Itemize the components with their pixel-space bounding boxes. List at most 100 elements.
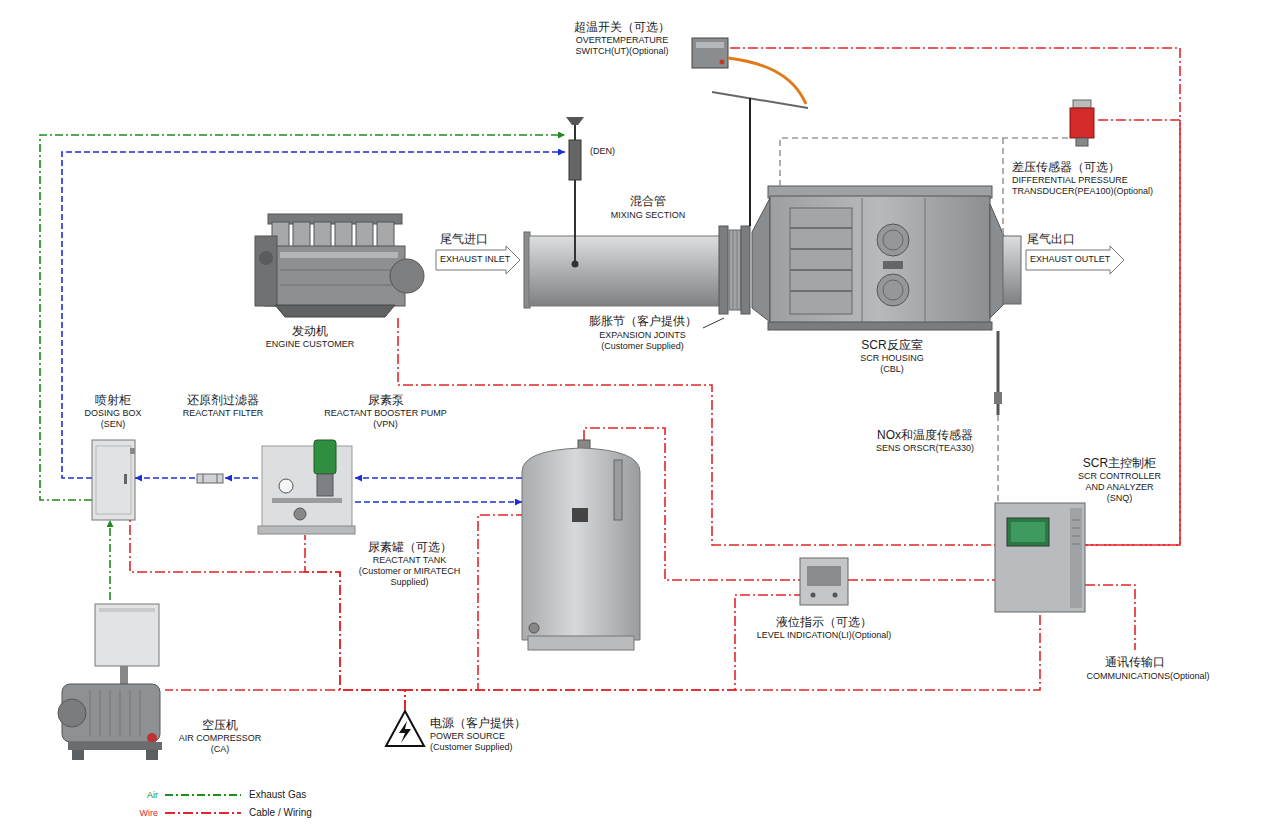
pipe-or-wire <box>1085 120 1180 545</box>
dosing-box-illustration <box>92 440 135 520</box>
component-label: 液位指示（可选） <box>739 615 909 630</box>
pipe-or-wire <box>405 612 1040 710</box>
component-label: NOx和温度传感器 <box>860 428 990 443</box>
controller-cabinet-illustration-part <box>1072 544 1080 545</box>
engine-illustration-part <box>293 222 310 248</box>
component-label: REACTANT BOOSTER PUMP (VPN) <box>318 408 453 430</box>
component-box: 液位指示（可选）LEVEL INDICATION(LI)(Optional) <box>800 558 848 605</box>
reactant-tank-illustration-part <box>522 448 640 640</box>
controller-cabinet-illustration-part <box>1070 508 1082 608</box>
component-box: SCR主控制柜SCR CONTROLLER AND ANALYZER (SNQ) <box>995 503 1085 612</box>
caption-block: (DEN) <box>590 146 640 157</box>
pipe-or-wire <box>109 520 111 600</box>
pipe-or-wire <box>40 135 565 500</box>
scr-housing-illustration-part <box>790 290 852 292</box>
legend-item: Cable / Wiring <box>165 806 312 819</box>
scr-housing-illustration-part <box>752 198 770 322</box>
legend-line <box>165 794 241 796</box>
air-compressor-illustration-part <box>120 666 128 684</box>
reactant-tank-illustration-part <box>528 636 634 650</box>
booster-pump-illustration-part <box>294 508 306 520</box>
component-box: SCR反应室SCR HOUSING (CBL) <box>760 186 1005 330</box>
engine-illustration-part <box>259 251 273 265</box>
booster-pump-illustration-part <box>272 498 342 503</box>
reactant-tank-illustration-part <box>614 460 622 520</box>
scr-housing-illustration-part <box>925 198 926 322</box>
component-box: (DEN) <box>565 115 585 185</box>
component-label: ENGINE CUSTOMER <box>250 339 370 350</box>
scr-housing-illustration-part <box>883 261 903 269</box>
scr-housing-illustration-part <box>883 280 903 300</box>
caption-block: 发动机ENGINE CUSTOMER <box>250 324 370 350</box>
component-label: 喷射柜 <box>73 393 153 408</box>
component-label: POWER SOURCE (Customer Supplied) <box>430 731 540 753</box>
dosing-box-illustration-part <box>130 448 135 454</box>
pressure-transducer-illustration-part <box>1073 100 1091 108</box>
component-box: 超温开关（可选）OVERTEMPERATURE SWITCH(UT)(Optio… <box>690 36 730 70</box>
scr-housing-illustration-part <box>877 274 909 306</box>
controller-cabinet-illustration-part <box>995 503 1085 612</box>
legend-label: Exhaust Gas <box>249 788 306 801</box>
part-label: 通讯传输口 <box>1100 655 1170 670</box>
engine-illustration-part <box>314 222 331 248</box>
pressure-transducer-illustration-part <box>1076 138 1088 146</box>
overtemperature-switch-illustration-part <box>696 42 724 48</box>
pipe-or-wire <box>997 415 999 503</box>
scr-housing-illustration-part <box>883 230 903 250</box>
air-compressor-illustration-part <box>90 690 91 736</box>
legend-item: Exhaust Gas <box>165 788 306 801</box>
level-indicator-illustration-part <box>800 558 848 605</box>
mixing-section-pipe-part <box>733 230 734 310</box>
scr-housing-illustration-part <box>768 322 992 330</box>
reactant-filter-illustration-part <box>197 474 223 483</box>
component-label: 差压传感器（可选） <box>1012 160 1172 175</box>
injector-illustration-part <box>572 261 579 268</box>
part-label: 尾气进口 <box>440 232 510 247</box>
part-label: 尾气出口 <box>1027 232 1097 247</box>
injector-illustration-part <box>574 125 576 140</box>
level-indicator-illustration <box>800 558 848 605</box>
caption-block: 喷射柜DOSING BOX (SEN) <box>73 393 153 430</box>
legend-line <box>165 812 241 814</box>
air-compressor-illustration-part <box>120 690 121 736</box>
scr-housing-illustration-part <box>1003 236 1021 304</box>
nox-sensor-illustration <box>994 331 1002 415</box>
reactant-filter-illustration <box>197 474 223 483</box>
scr-housing-illustration-part <box>790 248 852 250</box>
controller-cabinet-illustration-part <box>1007 518 1049 546</box>
engine-illustration-part <box>280 285 398 286</box>
pipe-or-wire <box>305 535 405 710</box>
pipe-or-wire <box>405 595 800 710</box>
engine-illustration-part <box>377 222 394 248</box>
air-compressor-illustration-part <box>99 608 155 612</box>
component-label: 发动机 <box>250 324 370 339</box>
pipe-or-wire <box>130 520 405 710</box>
legend-swatch <box>165 808 241 818</box>
component-label: SENS ORSCR(TEA330) <box>860 443 990 454</box>
part-label: MIXING SECTION <box>598 210 698 221</box>
air-compressor-illustration <box>58 604 162 760</box>
part-label: EXHAUST INLET <box>440 254 520 265</box>
booster-pump-illustration <box>258 440 355 534</box>
component-box: 差压传感器（可选）DIFFERENTIAL PRESSURE TRANSDUCE… <box>1068 100 1098 146</box>
caption-block: 电源（客户提供）POWER SOURCE (Customer Supplied) <box>430 716 540 753</box>
part-label: Air <box>110 790 158 801</box>
controller-cabinet-illustration-part <box>1072 520 1080 521</box>
component-label: 尿素泵 <box>318 393 453 408</box>
component-label: OVERTEMPERATURE SWITCH(UT)(Optional) <box>557 35 687 57</box>
component-box: 喷射柜DOSING BOX (SEN) <box>92 440 135 520</box>
injector-illustration-part <box>574 180 576 262</box>
injector-illustration <box>566 117 584 268</box>
caption-block: 超温开关（可选）OVERTEMPERATURE SWITCH(UT)(Optio… <box>557 20 687 57</box>
overtemperature-switch-illustration-part <box>712 92 808 108</box>
component-label: DOSING BOX (SEN) <box>73 408 153 430</box>
controller-cabinet-illustration-part <box>1011 522 1045 542</box>
air-compressor-illustration-part <box>130 690 131 736</box>
component-label: LEVEL INDICATION(LI)(Optional) <box>739 630 909 641</box>
air-compressor-illustration-part <box>58 699 86 727</box>
level-indicator-illustration-part <box>811 593 816 598</box>
part-label: 混合管 <box>598 194 698 209</box>
